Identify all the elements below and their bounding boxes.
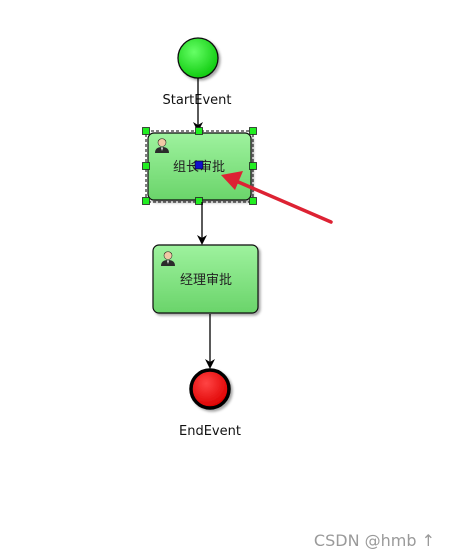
task-manager-approval[interactable]: 经理审批 <box>152 244 259 314</box>
center-connection-handle[interactable] <box>194 160 204 170</box>
start-event[interactable] <box>177 37 219 79</box>
selection-handles[interactable] <box>142 127 257 205</box>
resize-handle-se[interactable] <box>249 197 257 205</box>
start-event-label: StartEvent <box>163 93 232 108</box>
resize-handle-w[interactable] <box>142 162 150 170</box>
watermark: CSDN @hmb ↑ <box>314 531 435 550</box>
end-event[interactable] <box>189 368 231 410</box>
end-event-label: EndEvent <box>179 424 241 439</box>
resize-handle-n[interactable] <box>195 127 203 135</box>
resize-handle-e[interactable] <box>249 162 257 170</box>
resize-handle-ne[interactable] <box>249 127 257 135</box>
annotation-arrow <box>221 171 333 224</box>
resize-handle-sw[interactable] <box>142 197 150 205</box>
resize-handle-nw[interactable] <box>142 127 150 135</box>
resize-handle-s[interactable] <box>195 197 203 205</box>
task-manager-label: 经理审批 <box>180 273 232 288</box>
